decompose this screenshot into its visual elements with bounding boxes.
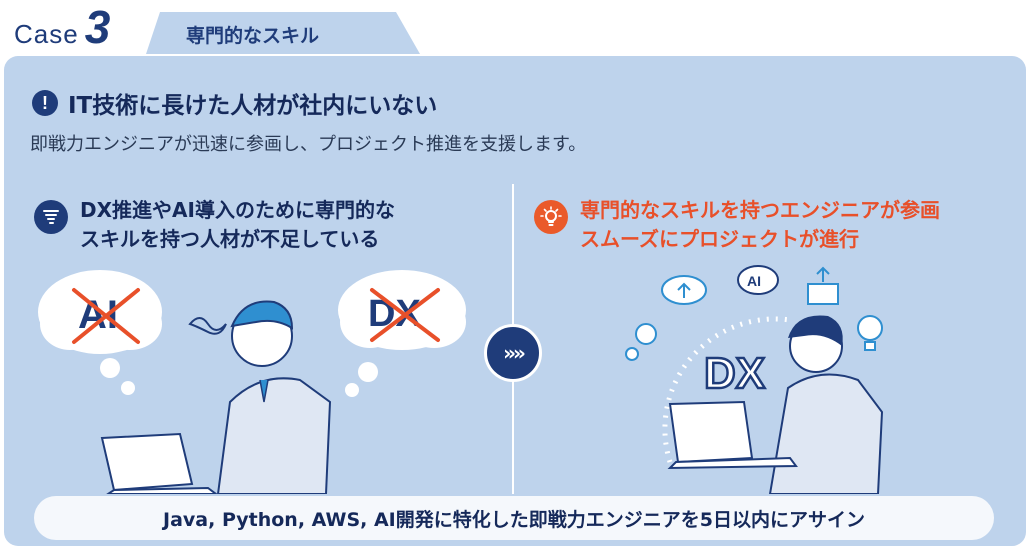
thought-cloud-ai: AI <box>38 270 162 395</box>
bubble-dx-text: DX <box>368 293 421 335</box>
gear-icon <box>625 323 657 361</box>
left-title-line1: DX推進やAI導入のために専門的な <box>80 198 395 222</box>
thought-cloud-dx: DX <box>338 270 466 397</box>
tab-label: 専門的なスキル <box>186 25 320 47</box>
summary-bar: Java, Python, AWS, AI開発に特化した即戦力エンジニアを5日以… <box>34 496 994 540</box>
category-tab: 専門的なスキル <box>146 12 420 54</box>
case-number: 3 <box>84 1 111 53</box>
tab-shape <box>146 12 420 54</box>
lightbulb-icon <box>534 200 568 234</box>
problem-title: IT技術に長けた人材が社内にいない <box>68 93 438 119</box>
next-arrow-button: »» <box>484 324 542 382</box>
exclamation-icon: ! <box>32 90 58 116</box>
right-illustration: AI DX <box>625 265 884 494</box>
dx-label: DX <box>704 349 765 398</box>
left-illustration: AI DX <box>38 270 466 494</box>
cloud-upload-icon <box>661 275 707 305</box>
problem-subtitle: 即戦力エンジニアが迅速に参画し、プロジェクト推進を支援します。 <box>30 134 587 155</box>
bulb-gear-icon <box>857 315 883 351</box>
left-heading: DX推進やAI導入のために専門的な スキルを持つ人材が不足している <box>34 196 500 254</box>
ai-icon-text: AI <box>747 273 761 289</box>
right-title-line1: 専門的なスキルを持つエンジニアが参画 <box>580 198 940 222</box>
case-word: Case <box>14 19 79 49</box>
right-heading: 専門的なスキルを持つエンジニアが参画 スムーズにプロジェクトが進行 <box>534 196 1029 254</box>
mail-upload-icon <box>807 266 839 305</box>
tornado-icon <box>34 200 68 234</box>
engineer-person <box>667 315 884 494</box>
case-label: Case 3 <box>14 4 110 50</box>
problem-heading: ! IT技術に長けた人材が社内にいない <box>32 86 437 120</box>
left-title-line2: スキルを持つ人材が不足している <box>80 227 380 251</box>
ai-bubble-icon: AI <box>737 265 779 295</box>
worried-person <box>100 300 332 494</box>
right-title-line2: スムーズにプロジェクトが進行 <box>580 227 859 251</box>
summary-text: Java, Python, AWS, AI開発に特化した即戦力エンジニアを5日以… <box>163 508 865 531</box>
